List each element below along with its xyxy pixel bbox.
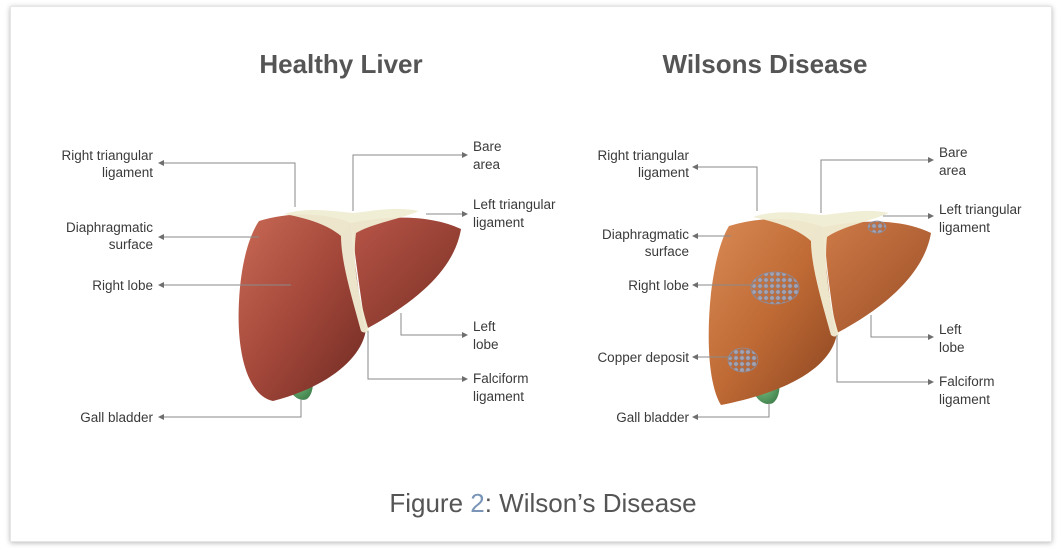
- healthy-left-lobe: [351, 218, 461, 329]
- caption-text: : Wilson’s Disease: [485, 488, 697, 518]
- label-copper-deposit: Copper deposit: [597, 350, 689, 365]
- label-right-lobe: Right lobe: [92, 278, 153, 293]
- label-gall-bladder: Gall bladder: [80, 410, 153, 425]
- copper-deposit-lower: [728, 348, 758, 372]
- label-gall-bladder: Gall bladder: [616, 410, 689, 425]
- copper-deposit-left-lobe: [868, 221, 886, 233]
- wilsons-liver-illustration: [709, 211, 931, 405]
- wilsons-left-lobe: [823, 222, 931, 333]
- figure-caption: Figure 2: Wilson’s Disease: [389, 488, 696, 518]
- label-right-lobe: Right lobe: [628, 278, 689, 293]
- liver-diagram: Healthy Liver Wilsons Disease Right tria…: [11, 7, 1051, 541]
- copper-deposit-right-lobe: [751, 272, 799, 304]
- healthy-liver-illustration: [239, 209, 461, 401]
- wilsons-disease-title: Wilsons Disease: [663, 49, 868, 79]
- caption-prefix: Figure: [389, 488, 470, 518]
- figure-frame: Healthy Liver Wilsons Disease Right tria…: [10, 6, 1052, 542]
- caption-number: 2: [470, 488, 484, 518]
- healthy-liver-title: Healthy Liver: [259, 49, 422, 79]
